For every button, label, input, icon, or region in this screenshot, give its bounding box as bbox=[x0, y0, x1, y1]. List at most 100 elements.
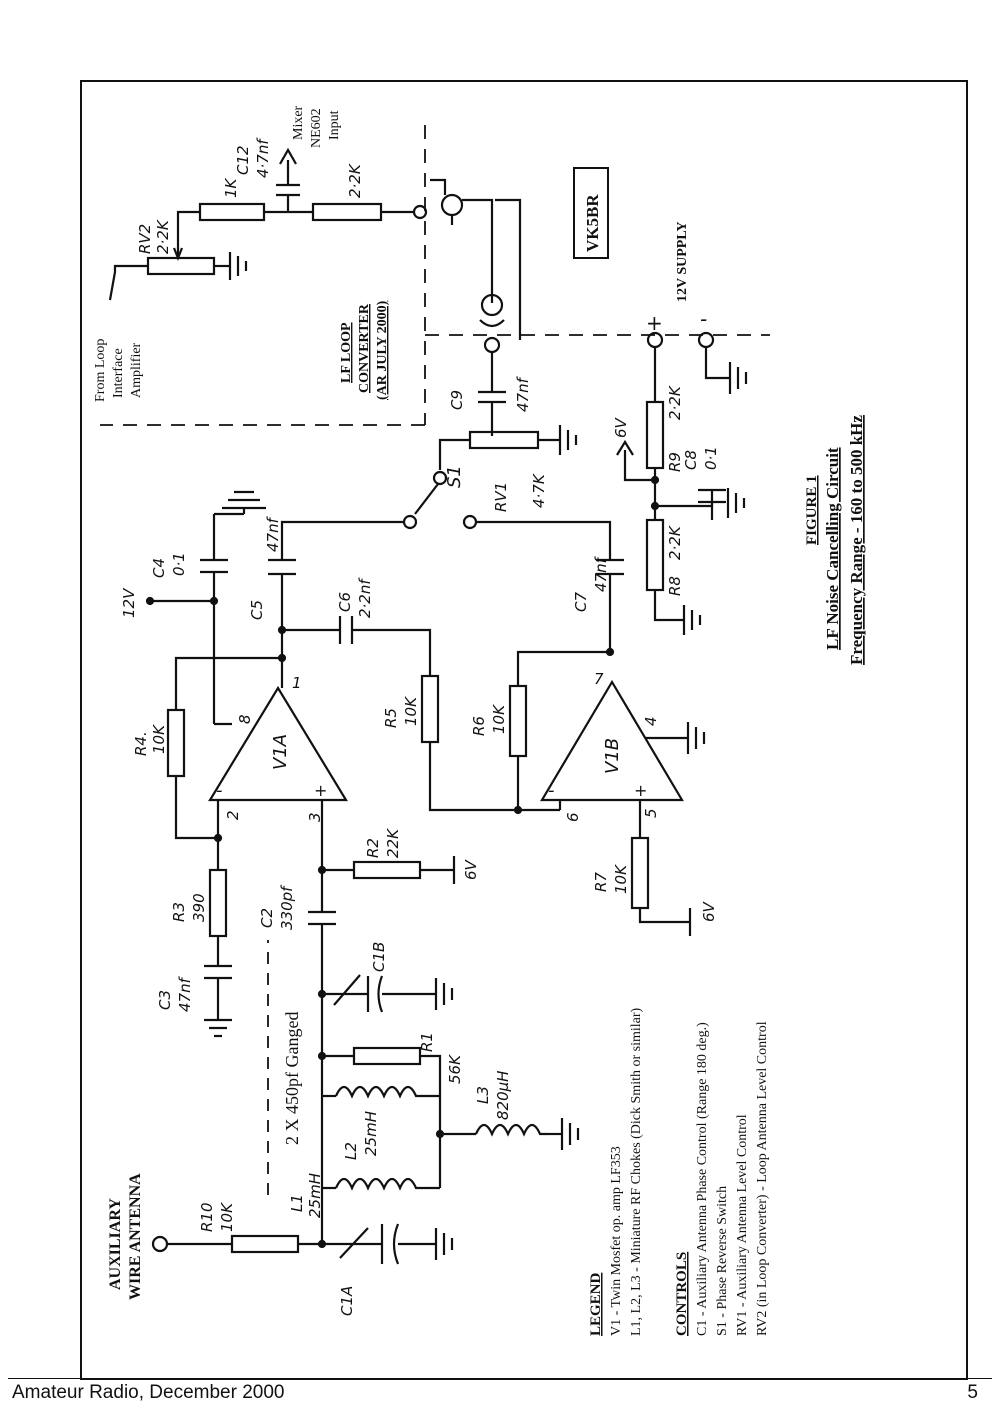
v1a-opamp-symbol bbox=[208, 685, 348, 802]
pin-2: 2 bbox=[224, 810, 242, 820]
c9-value: 47nf bbox=[514, 375, 532, 412]
from-loop-2: Interface bbox=[111, 348, 126, 398]
r10-ref: R10 bbox=[198, 1202, 216, 1232]
l3-ref: L3 bbox=[474, 1086, 492, 1104]
from-loop-3: Amplifier bbox=[129, 342, 144, 398]
r10-resistor bbox=[230, 1234, 300, 1254]
c5-value: 47nf bbox=[264, 515, 282, 552]
c7-value: 47nf bbox=[592, 555, 610, 592]
l2-value: 25mH bbox=[362, 1111, 380, 1156]
r1-value: 56K bbox=[446, 1054, 464, 1084]
supply-minus: - bbox=[700, 307, 707, 331]
rv2-ref: RV2 bbox=[136, 224, 154, 254]
rv2-value: 2·2K bbox=[154, 219, 172, 254]
v1a-plus: + bbox=[314, 781, 327, 800]
r5-resistor bbox=[420, 674, 440, 744]
c12-value: 4·7nf bbox=[254, 137, 272, 178]
figure-number: FIGURE 1 bbox=[804, 475, 820, 545]
ground-symbol bbox=[222, 490, 266, 510]
converter-label-2: CONVERTER bbox=[357, 303, 372, 393]
r9-value: 2·2K bbox=[666, 385, 684, 420]
auxiliary-label-1: AUXILIARY bbox=[107, 1198, 124, 1290]
supply-label: 12V SUPPLY bbox=[675, 221, 690, 302]
r7-resistor bbox=[630, 836, 650, 910]
controls-item-2: S1 - Phase Reverse Switch bbox=[715, 1186, 730, 1336]
l3-value: 820μH bbox=[494, 1071, 512, 1120]
footer-publication: Amateur Radio, December 2000 bbox=[12, 1382, 285, 1403]
page-frame bbox=[80, 80, 968, 1380]
auxiliary-label-2: WIRE ANTENNA bbox=[127, 1173, 144, 1300]
s1-ref: S1 bbox=[444, 465, 465, 488]
controls-heading: CONTROLS bbox=[674, 1252, 690, 1336]
footer-page-number: 5 bbox=[967, 1382, 978, 1403]
legend-heading: LEGEND bbox=[588, 1272, 604, 1336]
converter-label-1: LF LOOP bbox=[339, 322, 354, 383]
r10-value: 10K bbox=[218, 1202, 236, 1232]
c5-ref: C5 bbox=[248, 600, 266, 620]
converter-dashed-boundary bbox=[100, 125, 770, 426]
v1b-opamp-symbol bbox=[540, 679, 684, 802]
legend-item-2: L1, L2, L3 - Miniature RF Chokes (Dick S… bbox=[629, 1007, 644, 1336]
rv1-resistor bbox=[468, 430, 540, 450]
ground-symbol bbox=[682, 605, 702, 635]
r5-value: 10K bbox=[402, 696, 420, 726]
c3-ref: C3 bbox=[156, 990, 174, 1010]
rv2-resistor bbox=[146, 256, 216, 276]
r-1k-value: 1K bbox=[222, 177, 240, 198]
ground-symbol bbox=[434, 1228, 454, 1260]
c6-value: 2·2nf bbox=[356, 577, 374, 618]
r8-value: 2·2K bbox=[666, 525, 684, 560]
ganged-label: 2 X 450pf Ganged bbox=[282, 1012, 302, 1145]
c6-ref: C6 bbox=[336, 592, 354, 612]
ground-symbol bbox=[204, 1018, 232, 1038]
v6-label-divider: 6V bbox=[612, 416, 630, 438]
r4-ref: R4. bbox=[132, 731, 150, 756]
ground-symbol bbox=[228, 252, 248, 280]
v6-label-r7: 6V bbox=[700, 900, 718, 922]
c7-ref: C7 bbox=[572, 592, 590, 612]
callsign-box bbox=[573, 167, 609, 259]
v1b-plus: + bbox=[634, 781, 647, 800]
r8-ref: R8 bbox=[666, 576, 684, 596]
r9-resistor bbox=[645, 400, 665, 470]
mixer-1: Mixer bbox=[291, 105, 306, 140]
pin-5: 5 bbox=[642, 808, 660, 818]
c2-value: 330pf bbox=[278, 884, 296, 930]
v1a-minus: - bbox=[216, 780, 223, 801]
ground-symbol bbox=[726, 488, 746, 518]
r5-ref: R5 bbox=[382, 708, 400, 728]
rv1-ref: RV1 bbox=[492, 482, 510, 512]
mixer-2: NE602 bbox=[309, 108, 324, 148]
r3-value: 390 bbox=[190, 893, 208, 922]
figure-title: LF Noise Cancelling Circuit bbox=[823, 447, 842, 650]
r4-resistor bbox=[166, 708, 186, 778]
figure-subtitle: Frequency Range - 160 to 500 kHz bbox=[847, 415, 866, 665]
r6-value: 10K bbox=[490, 704, 508, 734]
ground-symbol bbox=[728, 362, 748, 394]
ground-symbol bbox=[686, 722, 706, 754]
pin-7: 7 bbox=[594, 670, 604, 688]
r2-ref: R2 bbox=[364, 838, 382, 858]
r-2k2-resistor bbox=[311, 202, 383, 222]
r7-ref: R7 bbox=[592, 872, 610, 892]
r3-ref: R3 bbox=[170, 902, 188, 922]
v6-label-r2: 6V bbox=[462, 858, 480, 880]
ground-symbol bbox=[434, 978, 454, 1010]
c1b-ref: C1B bbox=[370, 942, 388, 972]
controls-item-1: C1 - Auxiliary Antenna Phase Control (Ra… bbox=[695, 1022, 710, 1336]
c12-ref: C12 bbox=[234, 145, 252, 175]
r6-ref: R6 bbox=[470, 716, 488, 736]
pin-4: 4 bbox=[642, 716, 660, 726]
r7-value: 10K bbox=[612, 864, 630, 894]
l1-value: 25mH bbox=[306, 1173, 324, 1218]
pin-1: 1 bbox=[292, 674, 302, 692]
c8-value: 0·1 bbox=[702, 446, 720, 470]
l1-ref: L1 bbox=[288, 1194, 306, 1212]
pin-8: 8 bbox=[236, 714, 254, 724]
from-loop-1: From Loop bbox=[93, 339, 108, 402]
r-2k2-value: 2·2K bbox=[346, 163, 364, 198]
converter-label-3: (AR JULY 2000) bbox=[375, 300, 390, 400]
c3-value: 47nf bbox=[176, 975, 194, 1012]
r3-resistor bbox=[208, 868, 228, 938]
r1-resistor bbox=[352, 1046, 422, 1066]
